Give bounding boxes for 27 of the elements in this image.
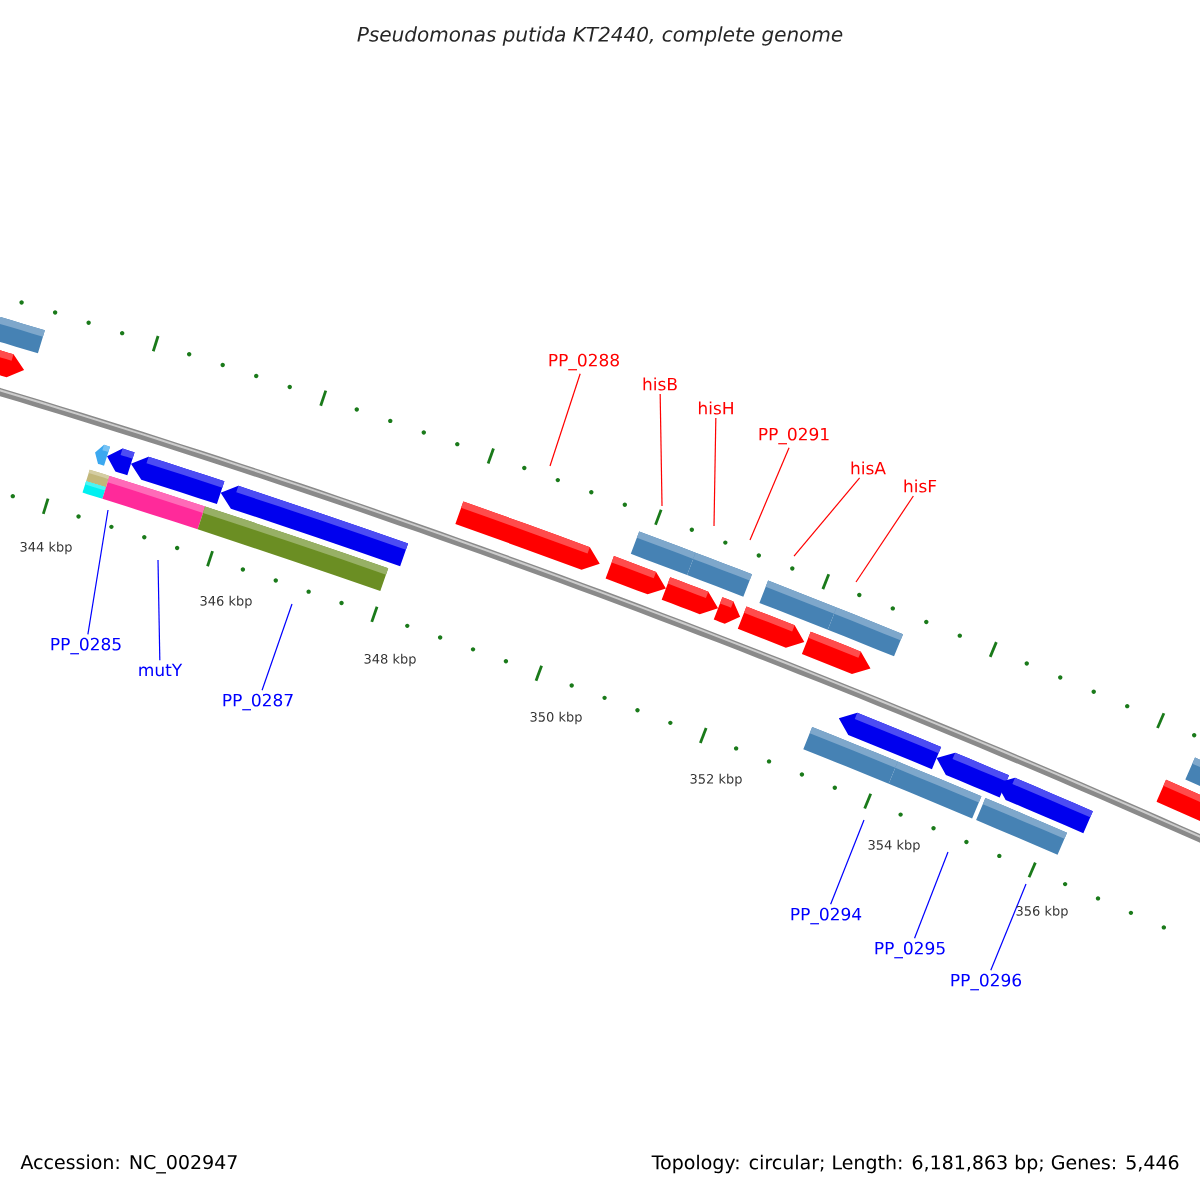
leader-line: [749, 447, 790, 541]
footer-text: Accession: NC_002947: [20, 1154, 237, 1174]
gene-label: hisA: [851, 461, 886, 475]
gene-label: mutY: [139, 663, 183, 677]
gene-label: PP_0287: [223, 693, 293, 711]
footer-text: Topology: circular; Length: 6,181,863 bp; Genes: 5,446: [651, 1154, 1179, 1174]
leader-line: [855, 495, 914, 583]
leader-line: [713, 417, 717, 527]
leader-line: [157, 559, 161, 661]
leader-line: [793, 477, 861, 557]
gene-label: hisF: [904, 479, 937, 493]
gene-label: hisH: [698, 401, 733, 415]
leader-line: [990, 883, 1027, 971]
title: Pseudomonas putida KT2440, complete genome: [357, 26, 843, 46]
leader-line: [659, 393, 663, 507]
gene-label: PP_0285: [51, 637, 121, 655]
leader-line: [261, 603, 293, 691]
leader-line: [913, 851, 949, 939]
gene-label: PP_0295: [875, 941, 945, 959]
leader-line: [549, 373, 581, 467]
gene-label: PP_0288: [549, 353, 619, 371]
leader-line: [87, 509, 109, 635]
leader-line: [830, 819, 865, 905]
gene-label: hisB: [643, 377, 677, 391]
gene-label: PP_0294: [791, 907, 862, 925]
gene-label: PP_0291: [759, 427, 829, 445]
gene-label: PP_0296: [951, 973, 1022, 991]
